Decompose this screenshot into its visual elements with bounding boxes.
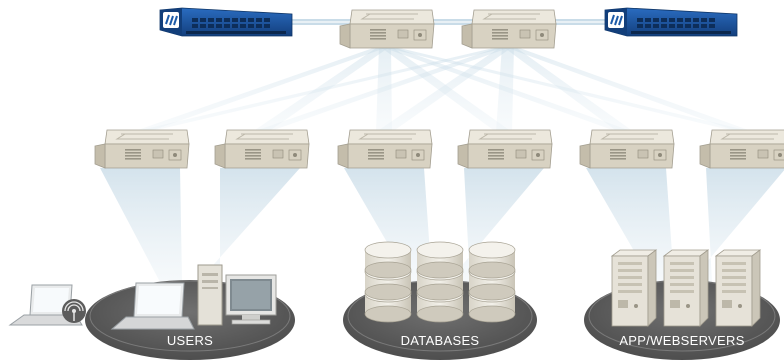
palo-alto-firewall-icon	[604, 7, 738, 37]
network-switch-icon	[214, 129, 310, 169]
uplink-beams	[132, 46, 754, 132]
tower-server-icon	[610, 249, 658, 327]
laptop-icon	[8, 284, 83, 326]
laptop-icon	[110, 282, 195, 330]
database-icon	[416, 241, 464, 323]
network-switch-icon	[337, 129, 433, 169]
wifi-access-point-icon	[62, 299, 86, 323]
network-switch-icon	[579, 129, 675, 169]
network-switch-icon	[699, 129, 784, 169]
network-switch-icon	[461, 9, 557, 49]
server-cluster	[610, 249, 762, 327]
palo-alto-firewall-icon	[159, 7, 293, 37]
database-cluster	[364, 241, 516, 323]
network-switch-icon	[339, 9, 435, 49]
database-icon	[364, 241, 412, 323]
zone-label-appservers: APP/WEBSERVERS	[619, 333, 744, 348]
zone-label-users: USERS	[167, 333, 213, 348]
tower-server-icon	[714, 249, 762, 327]
database-icon	[468, 241, 516, 323]
tower-server-icon	[662, 249, 710, 327]
network-switch-icon	[457, 129, 553, 169]
zone-label-databases: DATABASES	[401, 333, 480, 348]
desktop-computer-icon	[197, 264, 277, 326]
network-switch-icon	[94, 129, 190, 169]
